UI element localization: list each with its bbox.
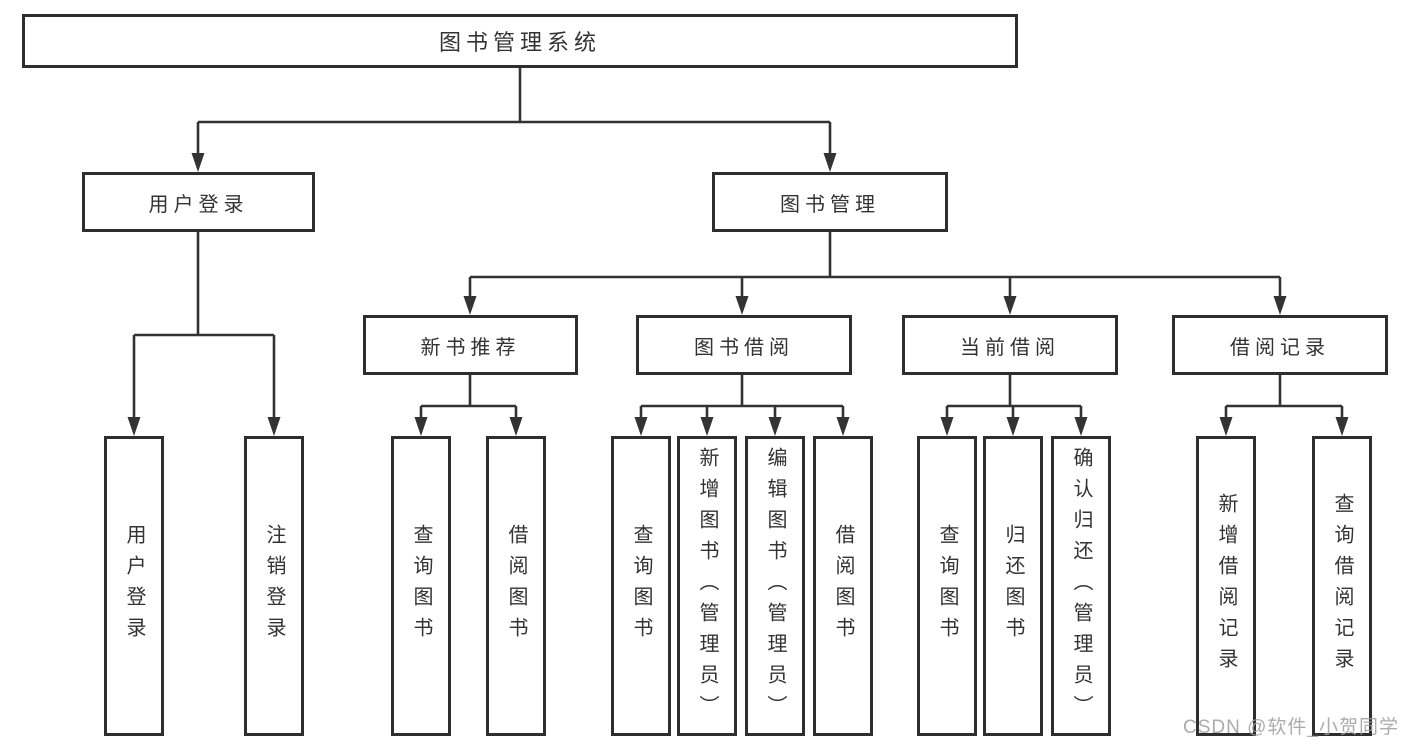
leaf-query-books-recommend: 查询图书 xyxy=(391,436,451,736)
leaf-borrow-books: 借阅图书 xyxy=(813,436,873,736)
arrowheads xyxy=(127,153,1349,436)
node-book-management: 图书管理 xyxy=(712,172,948,232)
node-library-system: 图书管理系统 xyxy=(22,14,1018,68)
leaf-borrow-books-recommend: 借阅图书 xyxy=(486,436,546,736)
node-new-book-recommendation: 新书推荐 xyxy=(363,315,578,375)
leaf-return-books: 归还图书 xyxy=(983,436,1043,736)
csdn-watermark: CSDN @软件_小贺同学 xyxy=(1183,717,1399,738)
node-borrowing-records: 借阅记录 xyxy=(1172,315,1388,375)
leaf-add-borrow-record: 新增借阅记录 xyxy=(1196,436,1256,736)
leaf-query-borrow-record: 查询借阅记录 xyxy=(1312,436,1372,736)
leaf-user-login: 用户登录 xyxy=(104,436,164,736)
leaf-add-book-admin: 新增图书（管理员） xyxy=(677,436,737,736)
node-current-borrowing: 当前借阅 xyxy=(902,315,1118,375)
leaf-confirm-return-admin: 确认归还（管理员） xyxy=(1051,436,1111,736)
node-book-borrowing: 图书借阅 xyxy=(636,315,852,375)
leaf-query-books-current: 查询图书 xyxy=(917,436,977,736)
leaf-edit-book-admin: 编辑图书（管理员） xyxy=(745,436,805,736)
leaf-logout: 注销登录 xyxy=(244,436,304,736)
leaf-query-books-borrow: 查询图书 xyxy=(611,436,671,736)
node-user-login: 用户登录 xyxy=(82,172,315,232)
